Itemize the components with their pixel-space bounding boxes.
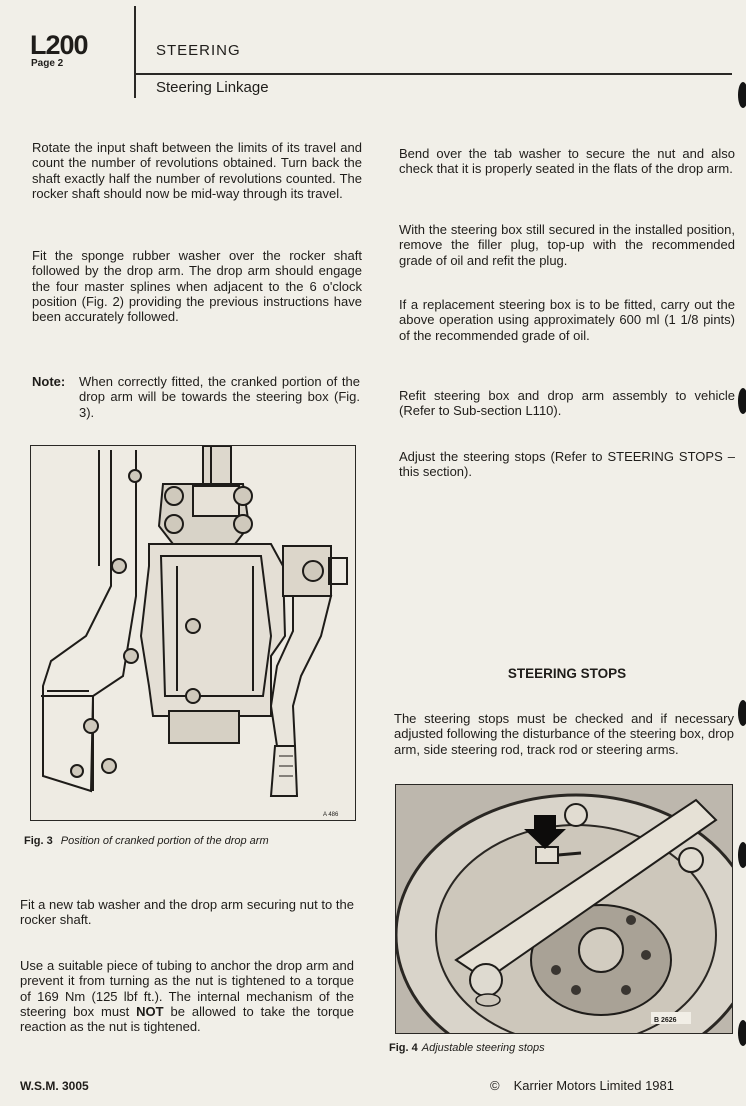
section-title: STEERING [156, 42, 241, 59]
figure-4-label: Fig. 4 [389, 1042, 418, 1054]
figure-3-ref-code: A 486 [323, 812, 339, 818]
copyright-notice: © Karrier Motors Limited 1981 [490, 1078, 674, 1093]
paragraph-filler-plug: With the steering box still secured in t… [399, 222, 735, 268]
binder-mark [738, 1020, 746, 1046]
paragraph-use-tubing-part2: be allowed to take the torque reaction a… [20, 1003, 354, 1035]
copyright-icon: © [490, 1078, 500, 1093]
model-code: L200 [30, 30, 89, 60]
header-horizontal-rule [134, 73, 732, 75]
binder-mark [738, 700, 746, 726]
paragraph-fit-tab-washer: Fit a new tab washer and the drop arm se… [20, 897, 354, 928]
steering-stops-heading: STEERING STOPS [507, 666, 627, 681]
paragraph-use-tubing-emphasis: NOT [136, 1003, 164, 1019]
copyright-text: Karrier Motors Limited 1981 [513, 1078, 674, 1093]
paragraph-use-tubing-part1: Use a suitable piece of tubing to anchor… [20, 958, 354, 1019]
figure-4-illustration: B 2626 [395, 784, 733, 1034]
paragraph-steering-stops-check: The steering stops must be checked and i… [394, 711, 734, 757]
steering-box-drawing: A 486 [41, 446, 348, 818]
paragraph-fit-sponge-washer: Fit the sponge rubber washer over the ro… [32, 248, 362, 325]
subsection-title: Steering Linkage [156, 79, 269, 96]
note-text: When correctly fitted, the cranked porti… [79, 374, 360, 420]
binder-mark [738, 388, 746, 414]
paragraph-refit-assembly: Refit steering box and drop arm assembly… [399, 388, 735, 419]
header-vertical-rule [134, 6, 136, 98]
figure-3-caption: Fig. 3 Position of cranked portion of the… [24, 835, 269, 847]
paragraph-rotate-input-shaft: Rotate the input shaft between the limit… [32, 140, 362, 201]
figure-3-caption-text: Position of cranked portion of the drop … [60, 835, 269, 847]
figure-3-illustration: A 486 [30, 445, 356, 821]
paragraph-use-tubing: Use a suitable piece of tubing to anchor… [20, 958, 354, 1034]
page-number: Page 2 [31, 58, 64, 69]
note-label: Note: [32, 374, 66, 389]
figure-4-caption-text: Adjustable steering stops [421, 1042, 545, 1054]
binder-mark [738, 842, 746, 868]
document-reference: W.S.M. 3005 [20, 1079, 89, 1093]
figure-4-ref-code: B 2626 [654, 1017, 677, 1024]
paragraph-bend-tab-washer: Bend over the tab washer to secure the n… [399, 146, 735, 177]
paragraph-adjust-stops: Adjust the steering stops (Refer to STEE… [399, 449, 735, 480]
figure-3-label: Fig. 3 [24, 835, 53, 847]
binder-mark [738, 82, 746, 108]
paragraph-replacement-box: If a replacement steering box is to be f… [399, 297, 735, 343]
indicator-arrow-icon [524, 815, 566, 849]
steering-stops-photo: B 2626 [396, 785, 732, 1033]
